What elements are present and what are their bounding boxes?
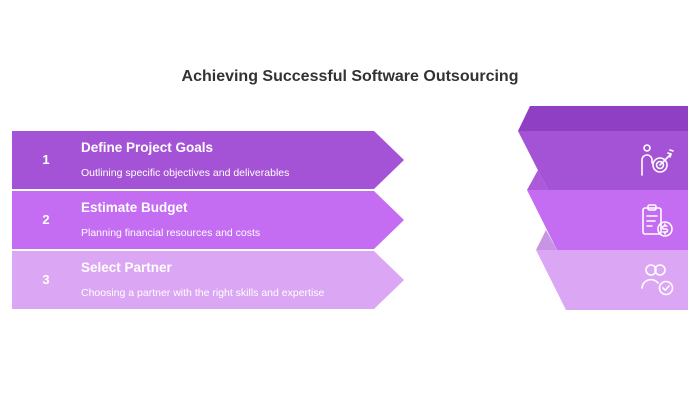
stair-top-face-1: [518, 106, 688, 131]
step-description: Choosing a partner with the right skills…: [81, 287, 325, 299]
step-number: 3: [42, 272, 50, 287]
step-arrow-1: 1 Define Project Goals Outlining specifi…: [12, 131, 404, 189]
stair-top-face-2: [527, 170, 548, 190]
step-arrow-3: 3 Select Partner Choosing a partner with…: [12, 251, 404, 309]
partner-check-icon: [640, 262, 676, 298]
step-arrow-2: 2 Estimate Budget Planning financial res…: [12, 191, 404, 249]
step-title: Define Project Goals: [81, 140, 214, 155]
step-title: Select Partner: [81, 260, 172, 275]
target-person-icon: [640, 143, 676, 179]
step-description: Outlining specific objectives and delive…: [81, 167, 290, 179]
step-number: 2: [42, 212, 50, 227]
budget-clipboard-icon: [640, 203, 676, 239]
step-number: 1: [42, 152, 50, 167]
step-title: Estimate Budget: [81, 200, 188, 215]
step-description: Planning financial resources and costs: [81, 227, 261, 239]
stair-top-face-3: [536, 230, 557, 250]
diagram-title: Achieving Successful Software Outsourcin…: [181, 68, 519, 85]
